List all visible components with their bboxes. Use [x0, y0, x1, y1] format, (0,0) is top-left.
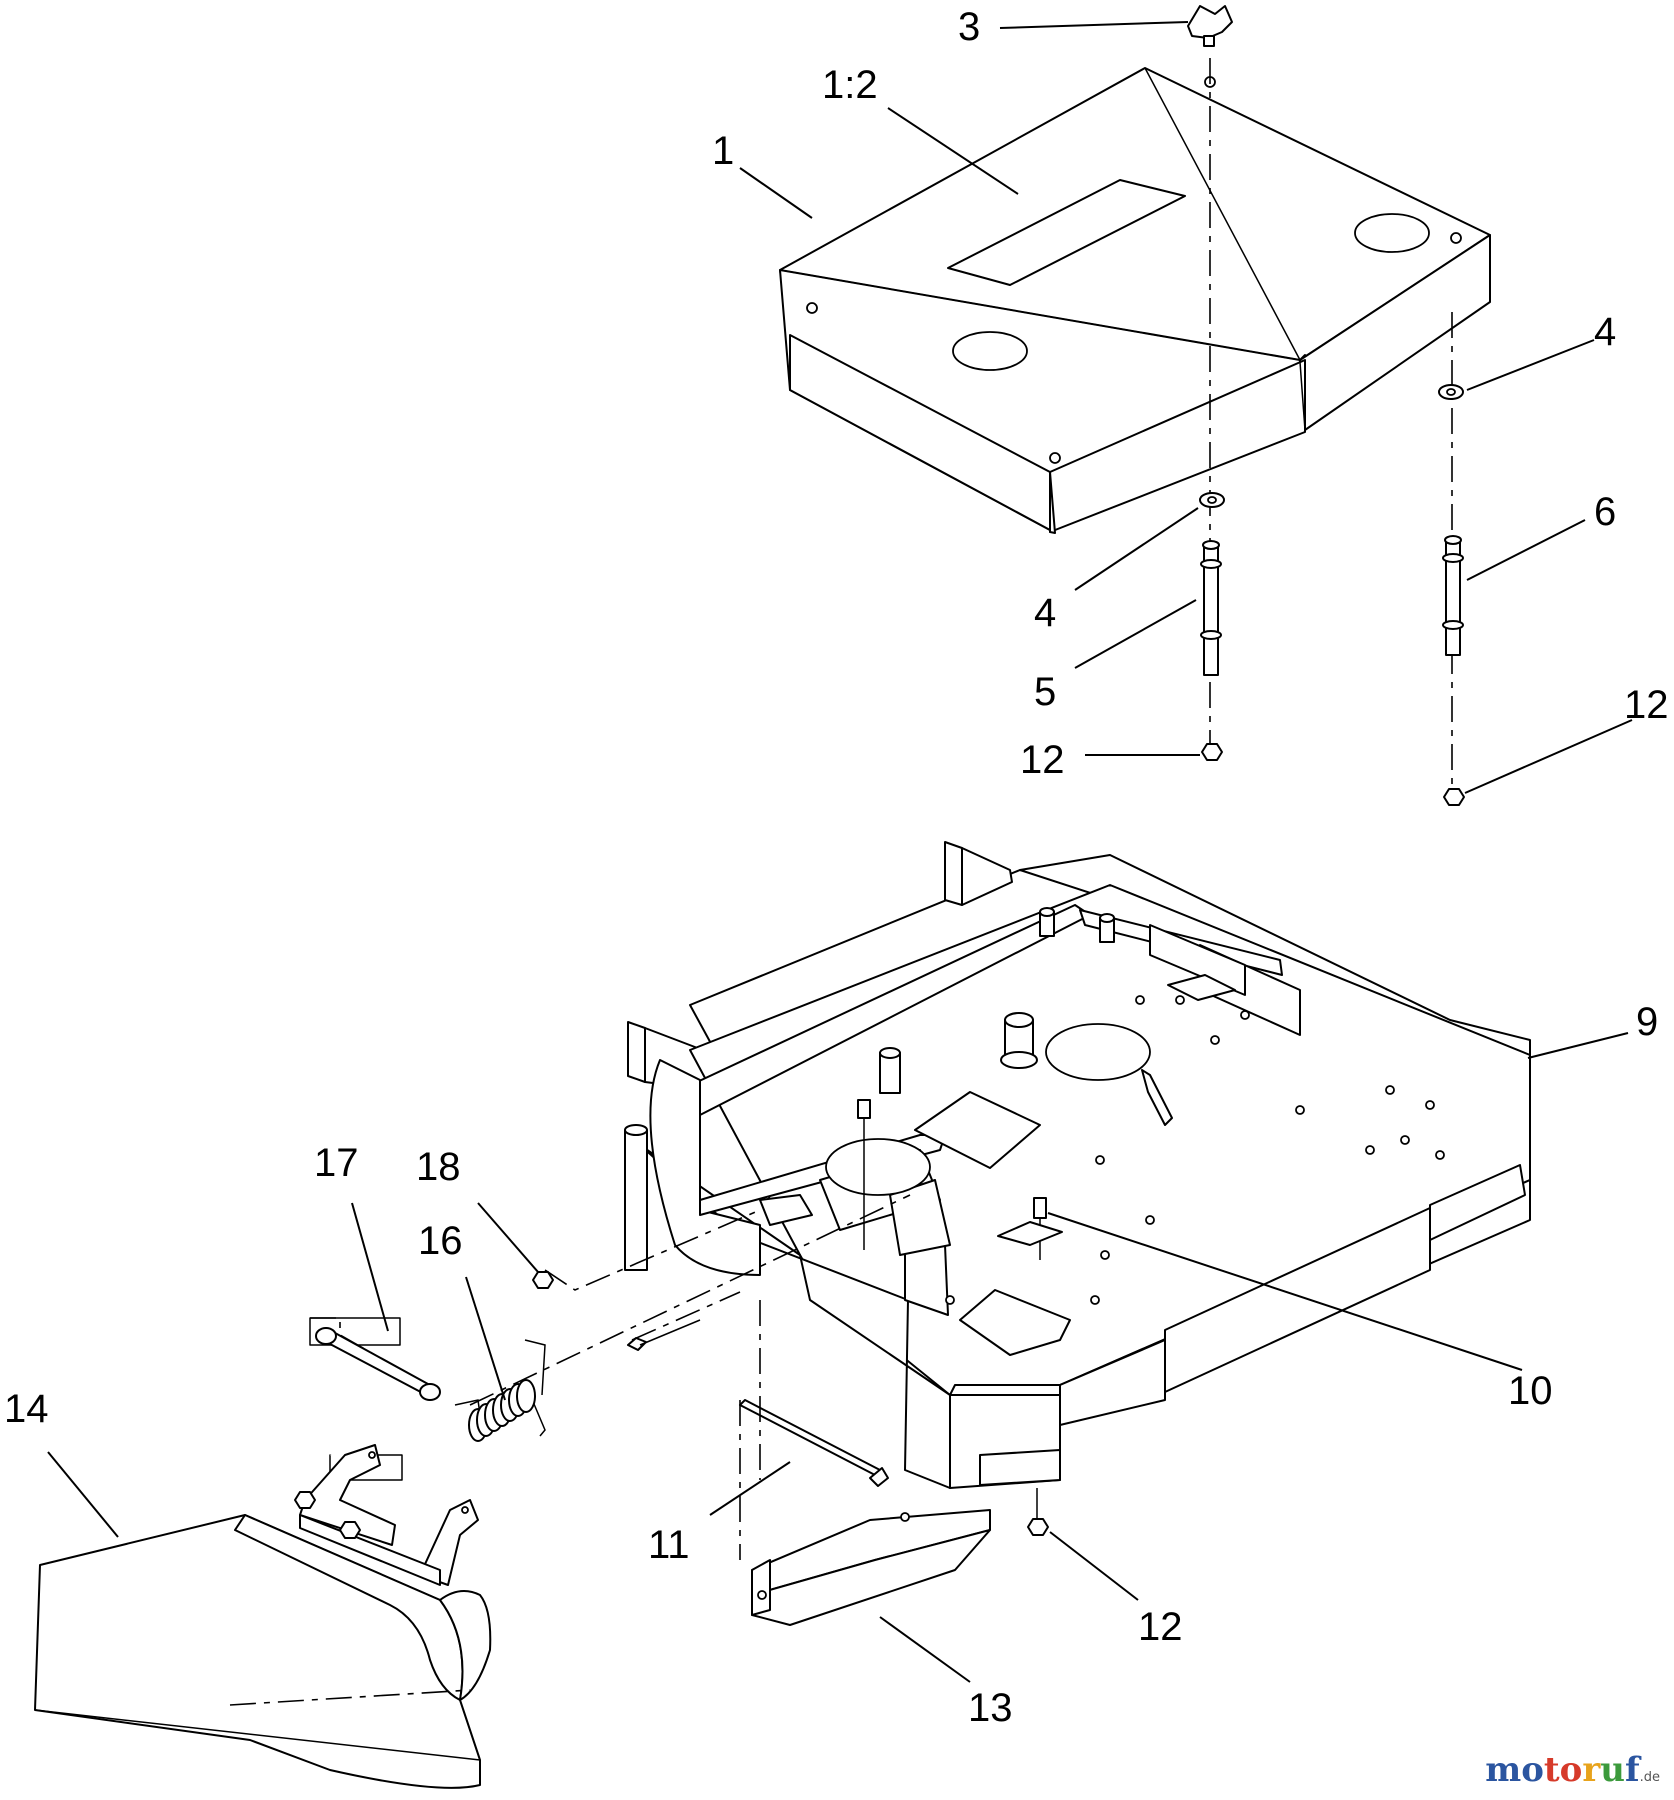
washer-right [1438, 384, 1464, 400]
callout-14: 14 [4, 1387, 49, 1431]
nut-right [1443, 788, 1465, 806]
pivot-rod [739, 1399, 889, 1560]
discharge-chute [34, 1444, 492, 1789]
bolt-side [627, 1319, 701, 1351]
nut-center [1201, 743, 1223, 761]
callout-6: 6 [1594, 490, 1616, 534]
mower-deck [624, 841, 1531, 1489]
callout-9: 9 [1636, 1000, 1658, 1044]
callout-16: 16 [418, 1219, 463, 1263]
axis-line-chute [469, 1194, 911, 1406]
watermark-part-2: to [1543, 1750, 1583, 1790]
watermark-part-1: mo [1485, 1750, 1544, 1790]
watermark-part-4: u [1600, 1750, 1625, 1790]
nut-lower [1027, 1488, 1049, 1536]
spindle-right [1442, 535, 1464, 656]
leader-lines [47, 21, 1633, 1683]
spindle-center [1200, 540, 1222, 676]
callout-11: 11 [648, 1523, 690, 1567]
axis-line-18 [544, 1209, 761, 1291]
callout-4-center: 4 [1034, 591, 1056, 635]
callout-10: 10 [1508, 1369, 1553, 1413]
callout-1-2: 1:2 [822, 63, 878, 107]
callout-4-right: 4 [1594, 310, 1616, 354]
callout-1: 1 [712, 129, 734, 173]
callout-labels: 1 1:2 3 4 4 5 6 9 10 11 12 12 12 13 14 1… [4, 5, 1669, 1730]
callout-12-lower: 12 [1138, 1605, 1183, 1649]
callout-18: 18 [416, 1145, 461, 1189]
knob [1187, 5, 1233, 47]
chute-baffle [751, 1509, 991, 1626]
callout-13: 13 [968, 1686, 1013, 1730]
callout-5: 5 [1034, 670, 1056, 714]
watermark-part-5: f [1624, 1750, 1640, 1790]
axis-line-bolt [631, 1291, 741, 1341]
callout-12-center: 12 [1020, 738, 1065, 782]
callout-17: 17 [314, 1141, 359, 1185]
torsion-spring [454, 1339, 546, 1442]
nut-18 [532, 1271, 554, 1289]
watermark-logo: motoruf.de [1485, 1750, 1660, 1790]
callout-12-right: 12 [1624, 683, 1669, 727]
washer-center [1199, 492, 1225, 508]
deck-cover [779, 67, 1491, 534]
callout-3: 3 [958, 5, 980, 49]
watermark-part-3: r [1582, 1750, 1601, 1790]
watermark-suffix: .de [1639, 1770, 1660, 1785]
